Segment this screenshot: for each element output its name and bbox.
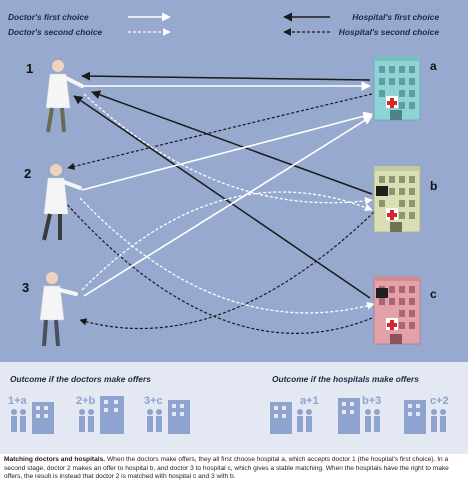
doctor-2-label: 2	[24, 166, 31, 181]
hospital-c-second-arrow	[55, 191, 373, 334]
red-cross-icon	[387, 210, 397, 220]
couple-icon	[79, 409, 94, 432]
doctor-2	[42, 164, 82, 241]
pair-label: 2+b	[76, 395, 96, 407]
legend-doctor-second: Doctor's second choice	[8, 27, 102, 37]
doctor-coat	[45, 73, 71, 109]
hospital-b-second-arrow	[79, 211, 375, 330]
building-icon	[168, 400, 190, 434]
doctor-leg	[54, 319, 60, 347]
doctor-leg	[42, 319, 48, 347]
doctor-arm	[58, 288, 78, 296]
outcome-pair-c2: c+2	[404, 395, 449, 434]
outcome-pair-1a: 1+a	[8, 395, 54, 434]
outcome-hospitals-title: Outcome if the hospitals make offers	[272, 374, 419, 384]
legend-hospital-second: Hospital's second choice	[339, 27, 440, 37]
doctor-3-first-arrow	[83, 115, 373, 297]
hospital-b-first-arrow	[91, 90, 373, 195]
couple-icon	[365, 409, 380, 432]
hospital-roof	[374, 56, 420, 61]
hospital-windows	[379, 66, 415, 109]
outcome-pair-a1: a+1	[270, 395, 319, 434]
pair-label: 3+c	[144, 395, 163, 407]
doctor-coat	[43, 177, 69, 215]
outcome-pair-3c: 3+c	[144, 395, 190, 434]
outcomes-panel: Outcome if the doctors make offers Outco…	[0, 362, 468, 454]
hospital-arrows	[55, 71, 375, 334]
caption-title: Matching doctors and hospitals.	[4, 456, 106, 463]
outcome-pair-b3: b+3	[338, 395, 381, 434]
doctor-1-label: 1	[26, 61, 33, 76]
hospital-windows	[379, 176, 415, 219]
building-icon	[338, 398, 360, 434]
hospital-a-second-arrow	[67, 93, 373, 170]
hospital-roof	[374, 276, 420, 281]
doctor-leg	[60, 107, 66, 133]
building-icon	[32, 402, 54, 434]
hospital-door	[390, 334, 402, 344]
doctor-leg	[46, 107, 54, 133]
doctor-arrows	[79, 81, 375, 314]
couple-icon	[11, 409, 26, 432]
hospital-roof	[374, 166, 420, 171]
doctor-head	[52, 60, 64, 72]
hospital-window-person	[376, 186, 388, 196]
hospital-c-label: c	[430, 287, 437, 301]
caption-text: When the doctors make offers, they all f…	[4, 456, 449, 481]
doctor-head	[46, 272, 58, 284]
hospital-b	[373, 166, 421, 233]
figure-caption: Matching doctors and hospitals. When the…	[4, 456, 466, 482]
outcome-pairs: 1+a 2+b 3+c	[8, 395, 449, 434]
doctor-2-second-arrow	[79, 197, 375, 314]
hospital-c	[373, 276, 421, 345]
building-icon	[100, 396, 124, 434]
doctor-coat	[39, 285, 65, 321]
doctor-arm	[62, 180, 82, 190]
doctor-1	[45, 60, 84, 133]
doctor-2-first-arrow	[81, 111, 373, 191]
pair-label: a+1	[300, 395, 319, 407]
outcome-doctors-title: Outcome if the doctors make offers	[10, 374, 151, 384]
legend: Doctor's first choice Doctor's second ch…	[8, 12, 439, 37]
couple-icon	[297, 409, 312, 432]
red-cross-icon	[387, 98, 397, 108]
hospital-c-first-arrow	[73, 95, 371, 299]
legend-hospital-first: Hospital's first choice	[352, 12, 439, 22]
doctor-head	[50, 164, 62, 176]
doctor-arm	[64, 76, 84, 88]
doctor-3	[39, 272, 78, 347]
hospital-a-first-arrow	[81, 71, 371, 81]
pair-label: c+2	[430, 395, 449, 407]
couple-icon	[147, 409, 162, 432]
doctor-1-second-arrow	[83, 93, 373, 205]
outcome-pair-2b: 2+b	[76, 395, 124, 434]
hospital-door	[390, 110, 402, 120]
hospital-window-person	[376, 288, 388, 298]
red-cross-icon	[387, 320, 397, 330]
building-icon	[270, 402, 292, 434]
couple-icon	[431, 409, 446, 432]
hospital-a	[373, 56, 421, 121]
legend-doctor-first: Doctor's first choice	[8, 12, 89, 22]
pair-label: 1+a	[8, 395, 28, 407]
doctor-3-label: 3	[22, 280, 29, 295]
hospital-b-label: b	[430, 179, 437, 193]
building-icon	[404, 400, 426, 434]
matching-diagram: Doctor's first choice Doctor's second ch…	[0, 0, 468, 362]
hospital-a-label: a	[430, 59, 437, 73]
doctor-leg	[42, 213, 52, 241]
hospital-door	[390, 222, 402, 232]
pair-label: b+3	[362, 395, 381, 407]
